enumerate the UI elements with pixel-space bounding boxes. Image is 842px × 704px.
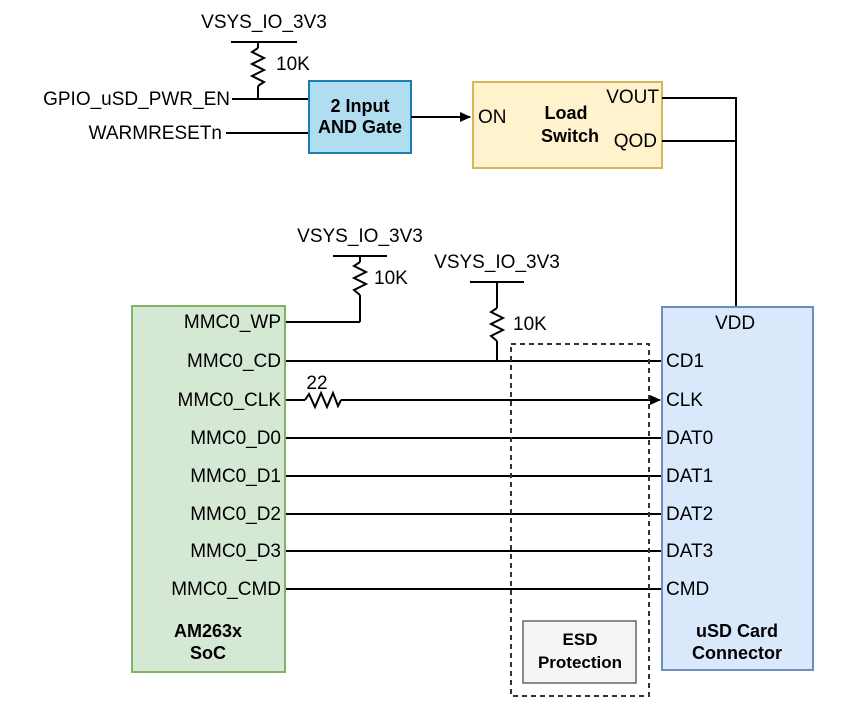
- net-label-vsys-top: VSYS_IO_3V3: [201, 12, 327, 33]
- usd-pin-vdd: VDD: [715, 313, 755, 334]
- usd-connector-block: VDD CD1 CLK DAT0 DAT1 DAT2 DAT3 CMD uSD …: [661, 306, 814, 671]
- resistor-value: 22: [306, 373, 327, 394]
- resistor-icon: [249, 47, 267, 87]
- load-switch-title-2: Switch: [541, 126, 599, 146]
- esd-region-dashed-box: [510, 343, 650, 697]
- resistor-value: 10K: [276, 54, 310, 75]
- soc-pin-mmc0-wp: MMC0_WP: [184, 312, 281, 333]
- soc-pin-mmc0-d1: MMC0_D1: [190, 466, 281, 487]
- pullup-cd: VSYS_IO_3V3 10K: [434, 252, 560, 361]
- soc-pin-mmc0-d2: MMC0_D2: [190, 504, 281, 525]
- usd-connector-box: [661, 306, 814, 671]
- resistor-icon: [488, 307, 506, 342]
- pullup-pwr-en: VSYS_IO_3V3 10K: [201, 12, 327, 99]
- wire-vout-to-vdd: [662, 97, 737, 307]
- pin-qod: QOD: [614, 131, 657, 152]
- net-label-warmresetn: WARMRESETn: [89, 123, 222, 144]
- usd-title-2: Connector: [692, 643, 782, 663]
- and-gate-title-2: AND Gate: [318, 117, 402, 137]
- soc-pin-mmc0-d3: MMC0_D3: [190, 541, 281, 562]
- usd-title-1: uSD Card: [696, 621, 778, 641]
- esd-label-box: [522, 620, 637, 684]
- usd-pin-cmd: CMD: [666, 579, 709, 600]
- soc-pin-mmc0-cmd: MMC0_CMD: [171, 579, 281, 600]
- net-label-vsys-wp: VSYS_IO_3V3: [297, 226, 423, 247]
- load-switch-box: [472, 81, 663, 169]
- net-label-vsys-cd: VSYS_IO_3V3: [434, 252, 560, 273]
- and-gate-box: [308, 80, 412, 154]
- esd-title-1: ESD: [563, 630, 598, 649]
- resistor-icon: [351, 261, 369, 296]
- pullup-wp: VSYS_IO_3V3 10K: [297, 226, 423, 322]
- soc-block: MMC0_WP MMC0_CD MMC0_CLK MMC0_D0 MMC0_D1…: [131, 305, 286, 673]
- usd-pin-dat3: DAT3: [666, 541, 713, 562]
- resistor-value: 10K: [513, 314, 547, 335]
- usd-pin-dat2: DAT2: [666, 504, 713, 525]
- soc-pin-mmc0-d0: MMC0_D0: [190, 428, 281, 449]
- soc-pin-mmc0-cd: MMC0_CD: [187, 351, 281, 372]
- clk-series-resistor: 22: [285, 373, 661, 410]
- usd-pin-dat1: DAT1: [666, 466, 713, 487]
- soc-title-2: SoC: [190, 643, 226, 663]
- esd-protection-block: ESD Protection: [522, 620, 637, 684]
- usd-pin-clk: CLK: [666, 390, 703, 411]
- resistor-icon: [304, 390, 342, 410]
- pin-vout: VOUT: [606, 87, 659, 108]
- and-gate-block: 2 Input AND Gate: [308, 80, 412, 154]
- usd-pin-dat0: DAT0: [666, 428, 713, 449]
- soc-box: [131, 305, 286, 673]
- pin-on: ON: [478, 107, 507, 128]
- load-switch-block: ON Load Switch VOUT QOD: [472, 81, 663, 169]
- net-label-pwr-en: GPIO_uSD_PWR_EN: [43, 89, 230, 110]
- soc-pin-mmc0-clk: MMC0_CLK: [178, 390, 282, 411]
- resistor-value: 10K: [374, 268, 408, 289]
- load-switch-title-1: Load: [545, 103, 588, 123]
- esd-title-2: Protection: [538, 653, 622, 672]
- and-gate-title-1: 2 Input: [331, 96, 390, 116]
- usd-pin-cd1: CD1: [666, 351, 704, 372]
- soc-title-1: AM263x: [174, 621, 242, 641]
